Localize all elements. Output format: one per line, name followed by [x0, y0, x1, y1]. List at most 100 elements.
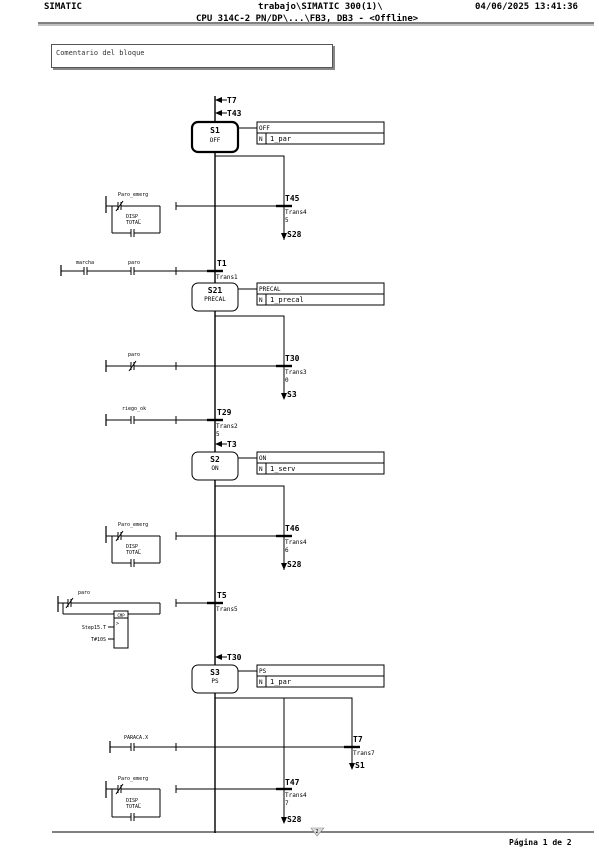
svg-text:S3: S3 [210, 668, 220, 677]
svg-text:Trans7: Trans7 [353, 750, 375, 757]
svg-text:5: 5 [216, 431, 220, 438]
svg-text:S21: S21 [208, 286, 223, 295]
svg-text:S28: S28 [287, 560, 302, 569]
contact-paro-3[interactable]: paro [57, 590, 215, 615]
svg-text:marcha: marcha [76, 260, 94, 266]
svg-text:Trans2: Trans2 [216, 423, 238, 430]
svg-text:PRECAL: PRECAL [259, 286, 281, 293]
svg-text:T46: T46 [285, 524, 300, 533]
contact-paro-1[interactable]: paro [87, 260, 215, 275]
action-block-s2[interactable]: ON N 1_serv [238, 451, 385, 475]
svg-text:ON: ON [259, 455, 267, 462]
step-s21[interactable]: S21 PRECAL [191, 282, 239, 312]
svg-text:T47: T47 [285, 778, 300, 787]
project-path: trabajo\SIMATIC 300(1)\ [258, 2, 383, 12]
svg-text:1_precal: 1_precal [270, 296, 304, 304]
svg-text:T3: T3 [227, 440, 237, 449]
app-name: SIMATIC [44, 2, 82, 12]
svg-text:ON: ON [211, 465, 219, 472]
svg-text:DISP_: DISP_ [126, 214, 142, 220]
svg-text:S1: S1 [355, 761, 365, 770]
svg-text:Paro_emerg: Paro_emerg [118, 776, 148, 782]
svg-text:Paro_emerg: Paro_emerg [118, 522, 148, 528]
svg-text:T45: T45 [285, 194, 300, 203]
contact-paro-2[interactable]: paro [105, 352, 284, 372]
svg-text:S28: S28 [287, 815, 302, 824]
cmp-box[interactable]: CMP > Step15.T T#10S [82, 610, 129, 649]
contact-paro-emerg-3[interactable]: Paro_emerg DISP_ TOTAL [105, 776, 284, 821]
jump-t3[interactable]: T3 [215, 440, 237, 449]
svg-text:S1: S1 [210, 126, 220, 135]
svg-text:Paro_emerg: Paro_emerg [118, 192, 148, 198]
svg-text:>: > [116, 621, 119, 627]
transition-t46[interactable]: T46 Trans4 6 S28 [276, 524, 307, 570]
transition-t1[interactable]: T1 Trans1 [207, 259, 238, 281]
transition-t45[interactable]: T45 Trans4 5 S28 [276, 194, 307, 240]
svg-text:N: N [259, 136, 263, 143]
contact-paraca[interactable]: PARACA.X [109, 735, 352, 753]
transition-t7[interactable]: T7 Trans7 S1 [344, 735, 375, 770]
svg-text:CMP: CMP [117, 613, 125, 618]
svg-text:T30: T30 [285, 354, 300, 363]
svg-text:PS: PS [259, 668, 267, 675]
svg-text:Trans3: Trans3 [285, 369, 307, 376]
svg-text:1_par: 1_par [270, 678, 291, 686]
continuation-marker[interactable]: 2 [310, 827, 325, 837]
svg-text:Trans5: Trans5 [216, 606, 238, 613]
svg-text:Trans4: Trans4 [285, 209, 307, 216]
svg-text:N: N [259, 297, 263, 304]
svg-text:riego_ok: riego_ok [122, 406, 146, 412]
svg-text:7: 7 [285, 800, 289, 807]
svg-text:paro: paro [78, 590, 90, 596]
svg-text:T43: T43 [227, 109, 242, 118]
svg-text:T5: T5 [217, 591, 227, 600]
svg-text:DISP_: DISP_ [126, 544, 142, 550]
svg-text:T#10S: T#10S [91, 637, 106, 643]
step-s2[interactable]: S2 ON [191, 451, 239, 481]
page-number: Página 1 de 2 [509, 837, 572, 847]
svg-text:TOTAL: TOTAL [126, 550, 141, 556]
cpu-block-line: CPU 314C-2 PN/DP\...\FB3, DB3 - <Offline… [196, 14, 419, 24]
step-s3[interactable]: S3 PS [191, 664, 239, 694]
svg-text:Trans1: Trans1 [216, 274, 238, 281]
svg-text:paro: paro [128, 352, 140, 358]
svg-text:1_serv: 1_serv [270, 465, 295, 473]
svg-text:TOTAL: TOTAL [126, 804, 141, 810]
svg-text:PS: PS [211, 678, 219, 685]
svg-text:DISP_: DISP_ [126, 798, 142, 804]
svg-text:T7: T7 [227, 96, 237, 105]
contact-riego-ok[interactable]: riego_ok [105, 406, 215, 426]
entry-jump-t7[interactable]: T7 [215, 96, 237, 105]
timestamp: 04/06/2025 13:41:36 [475, 2, 578, 12]
svg-text:1_par: 1_par [270, 135, 291, 143]
entry-jump-t43[interactable]: T43 [215, 109, 242, 118]
contact-paro-emerg-2[interactable]: Paro_emerg DISP_ TOTAL [105, 522, 284, 567]
contact-marcha[interactable]: marcha [60, 260, 94, 276]
action-block-s21[interactable]: PRECAL N 1_precal [238, 282, 385, 306]
svg-text:S28: S28 [287, 230, 302, 239]
block-comment-text: Comentario del bloque [56, 49, 145, 57]
transition-t30[interactable]: T30 Trans3 0 S3 [276, 354, 307, 400]
block-comment[interactable]: Comentario del bloque [51, 44, 333, 68]
transition-t47[interactable]: T47 Trans4 7 S28 [276, 778, 307, 824]
svg-text:S3: S3 [287, 390, 297, 399]
svg-text:T30: T30 [227, 653, 242, 662]
svg-text:paro: paro [128, 260, 140, 266]
svg-text:OFF: OFF [259, 125, 270, 132]
svg-text:5: 5 [285, 217, 289, 224]
jump-t30[interactable]: T30 [215, 653, 242, 662]
svg-text:2: 2 [315, 829, 318, 835]
contact-paro-emerg-1[interactable]: Paro_emerg DISP_ TOTAL [105, 192, 284, 237]
transition-t29[interactable]: T29 Trans2 5 [207, 408, 238, 438]
step-s1[interactable]: S1 OFF [190, 120, 240, 154]
svg-text:Trans4: Trans4 [285, 792, 307, 799]
svg-text:N: N [259, 679, 263, 686]
svg-text:TOTAL: TOTAL [126, 220, 141, 226]
action-block-s3[interactable]: PS N 1_par [238, 664, 385, 688]
svg-text:0: 0 [285, 377, 289, 384]
svg-text:T7: T7 [353, 735, 363, 744]
action-block-s1[interactable]: OFF N 1_par [238, 121, 385, 145]
transition-t5[interactable]: T5 Trans5 [207, 591, 238, 613]
svg-text:PRECAL: PRECAL [204, 296, 226, 303]
